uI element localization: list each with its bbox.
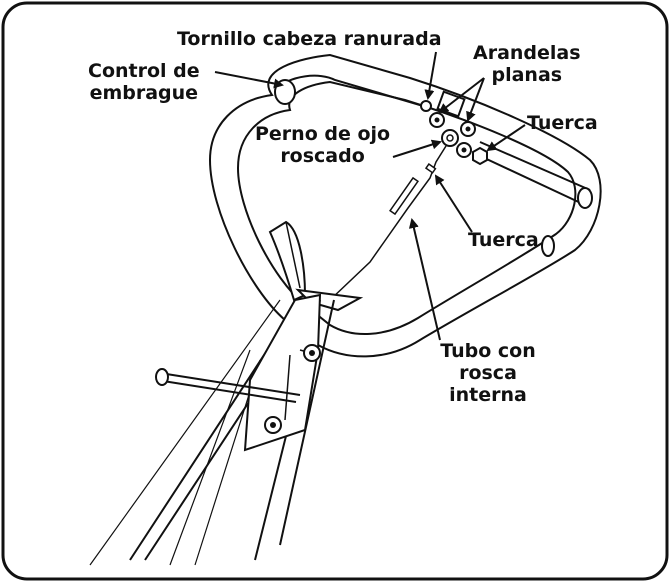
arrow-arandelas-2 xyxy=(466,77,485,122)
slotted-screw xyxy=(420,100,432,112)
arrow-tornillo xyxy=(424,51,437,100)
label-control-de-embrague: Control de embrague xyxy=(88,60,200,104)
nut-top xyxy=(472,146,488,166)
lower-housing xyxy=(243,293,322,452)
arrow-tuerca-mid xyxy=(434,174,473,233)
label-tuerca-middle: Tuerca xyxy=(468,229,539,251)
label-arandelas-planas: Arandelas planas xyxy=(473,42,581,86)
arrow-tuerca-top xyxy=(486,124,526,152)
right-grip xyxy=(477,141,591,206)
control-cable xyxy=(329,145,447,301)
label-tuerca-top: Tuerca xyxy=(527,112,598,134)
arrow-arandelas-1 xyxy=(438,77,485,114)
side-pin xyxy=(159,372,301,403)
label-tubo-con-rosca-interna: Tubo con rosca interna xyxy=(440,340,536,406)
handlebar-outer xyxy=(208,53,602,358)
handlebar-inner xyxy=(236,80,577,335)
label-perno-de-ojo-roscado: Perno de ojo roscado xyxy=(255,123,391,167)
threaded-tube xyxy=(389,176,419,216)
pin-end xyxy=(155,368,169,386)
label-tornillo-cabeza-ranurada: Tornillo cabeza ranurada xyxy=(177,28,442,50)
tube-nut xyxy=(424,163,437,174)
grip-end-right xyxy=(577,187,593,209)
arrow-control xyxy=(214,71,284,89)
arrow-tubo xyxy=(408,218,441,341)
grip-end-right-2 xyxy=(541,235,555,257)
arrow-perno xyxy=(392,139,442,158)
